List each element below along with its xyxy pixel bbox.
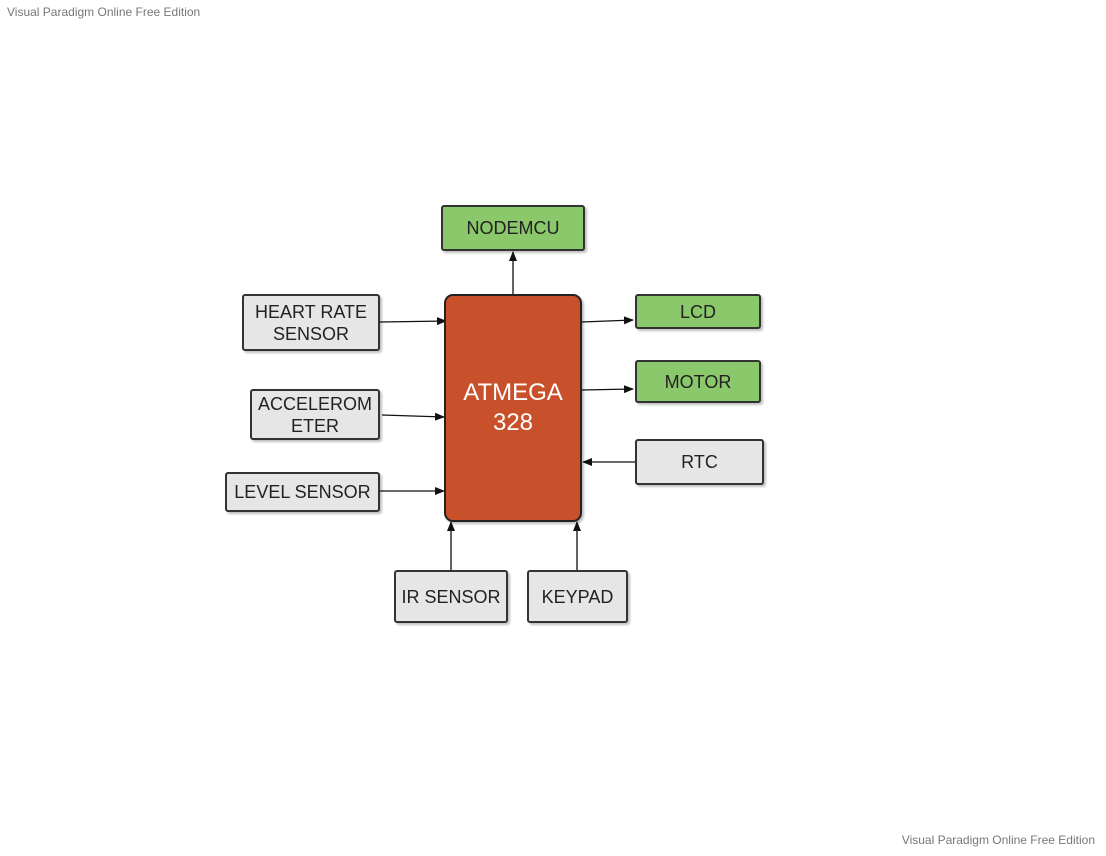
keypad-label: KEYPAD	[541, 586, 614, 607]
arrow-mcu-to-motor	[581, 385, 634, 394]
level-sensor-block: LEVEL SENSOR	[225, 472, 380, 512]
atmega328-block: ATMEGA 328	[444, 294, 582, 522]
heart-rate-sensor-block: HEART RATE SENSOR	[242, 294, 380, 351]
motor-block: MOTOR	[635, 360, 761, 403]
accelerometer-block: ACCELEROM ETER	[250, 389, 380, 440]
heart-rate-sensor-label: HEART RATE SENSOR	[254, 301, 368, 344]
nodemcu-block: NODEMCU	[441, 205, 585, 251]
ir-sensor-label: IR SENSOR	[401, 586, 501, 607]
level-sensor-label: LEVEL SENSOR	[234, 482, 371, 502]
atmega328-label: ATMEGA 328	[463, 379, 563, 436]
arrow-mcu-to-lcd	[581, 316, 634, 325]
rtc-label: RTC	[681, 452, 718, 472]
keypad-block: KEYPAD	[527, 570, 628, 623]
lcd-block: LCD	[635, 294, 761, 329]
watermark-top: Visual Paradigm Online Free Edition	[7, 5, 201, 19]
accelerometer-label: ACCELEROM ETER	[257, 393, 373, 436]
arrow-heart-rate-to-mcu	[379, 317, 447, 326]
watermark-bottom: Visual Paradigm Online Free Edition	[901, 833, 1095, 847]
nodemcu-label: NODEMCU	[466, 218, 560, 238]
ir-sensor-block: IR SENSOR	[394, 570, 508, 623]
arrow-accelerometer-to-mcu	[381, 412, 445, 421]
lcd-label: LCD	[679, 301, 716, 322]
motor-label: MOTOR	[664, 371, 732, 392]
rtc-block: RTC	[635, 439, 764, 485]
